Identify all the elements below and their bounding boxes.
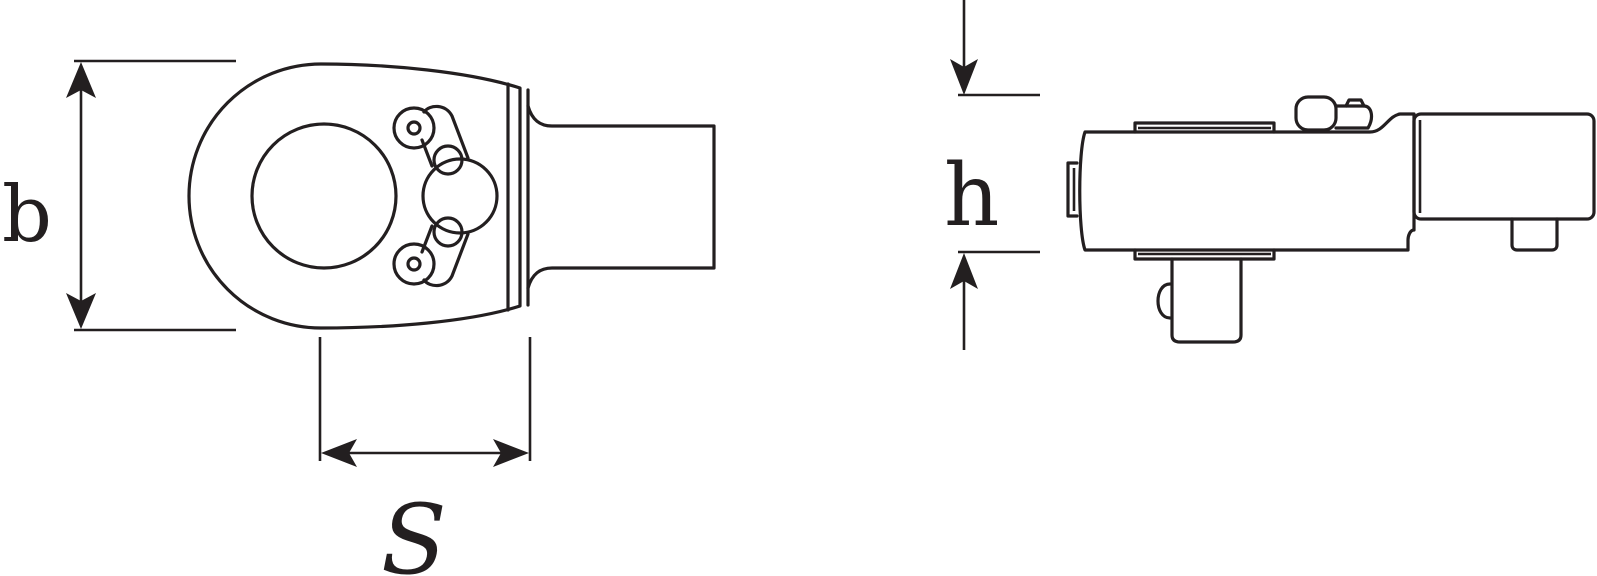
ratchet-head-outline <box>187 62 522 330</box>
side-detent-ball <box>1156 282 1172 320</box>
side-view: h <box>944 0 1596 350</box>
side-top-plate <box>1133 121 1276 134</box>
insert-neck <box>526 104 716 290</box>
dimension-b: b <box>2 59 236 332</box>
dimension-s: S <box>318 337 532 576</box>
side-bottom-lug <box>1510 217 1559 252</box>
side-left-stub <box>1066 161 1079 218</box>
side-insert-end <box>1412 112 1596 221</box>
side-drive-square <box>1170 257 1243 344</box>
dimension-h: h <box>944 0 1040 350</box>
reversing-knob <box>421 157 499 235</box>
dimension-label-h: h <box>944 146 999 246</box>
drive-hole <box>250 122 398 270</box>
dimension-label-b: b <box>2 170 52 260</box>
side-body <box>1078 112 1416 252</box>
side-reversing-knob <box>1294 95 1338 132</box>
top-view: b S <box>2 59 716 576</box>
reversing-lever <box>392 104 499 288</box>
side-bottom-plate <box>1133 248 1276 261</box>
dimension-label-s: S <box>381 484 447 576</box>
